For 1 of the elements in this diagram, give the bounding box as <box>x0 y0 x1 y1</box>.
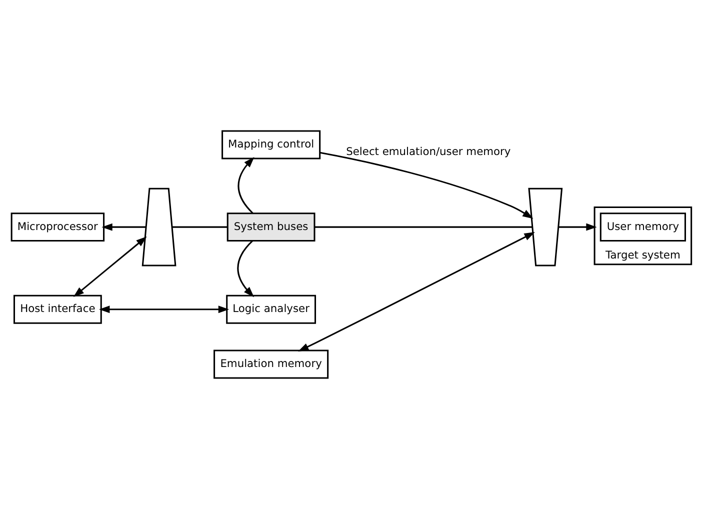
edge-label: Select emulation/user memory <box>346 144 511 158</box>
